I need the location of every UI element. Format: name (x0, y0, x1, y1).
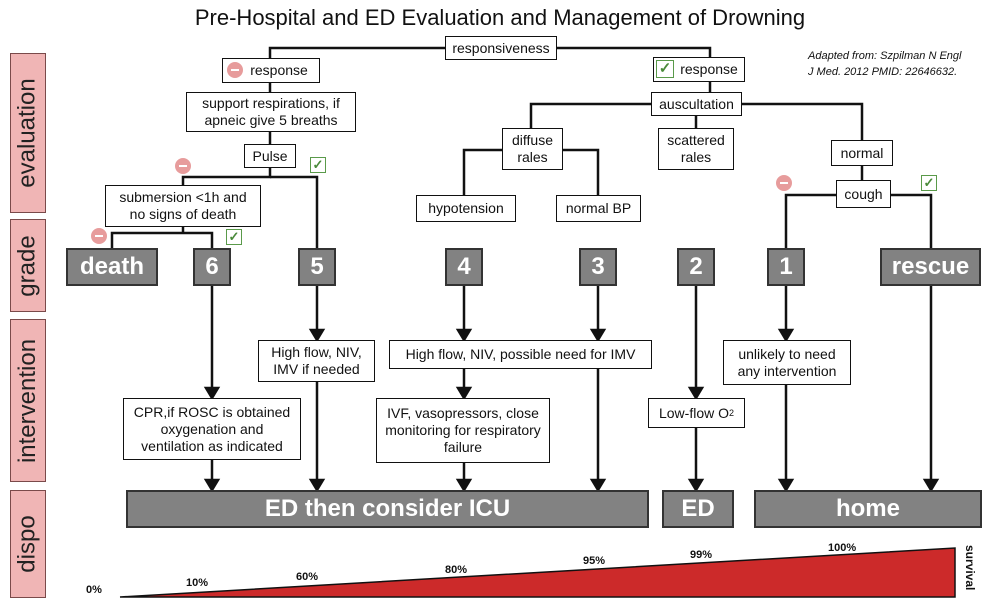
grade-death-box: death (66, 248, 158, 286)
cpr-box: CPR,if ROSC is obtained oxygenation and … (123, 398, 301, 460)
grade-6-box: 6 (193, 248, 231, 286)
responsiveness-box: responsiveness (445, 36, 557, 60)
dispo-ed-box: ED (662, 490, 734, 528)
no-response-box: response (222, 58, 320, 83)
sidebar-dispo-label: dispo (14, 515, 41, 573)
sidebar-evaluation-label: evaluation (14, 78, 42, 188)
survival-axis-label: survival (963, 545, 977, 591)
sidebar-intervention-label: intervention (14, 338, 42, 463)
citation: Adapted from: Szpilman N Engl J Med. 201… (808, 48, 961, 80)
grade-2-box: 2 (677, 248, 715, 286)
sidebar-grade-label: grade (14, 234, 42, 297)
submersion-box: submersion <1h and no signs of death (105, 185, 261, 227)
check-icon: ✓ (921, 175, 937, 191)
grade-3-box: 3 (579, 248, 617, 286)
negative-icon (227, 62, 243, 78)
grade-rescue-box: rescue (880, 248, 981, 286)
scattered-rales-box: scattered rales (658, 128, 734, 170)
survival-99-label: 99% (690, 549, 713, 561)
ivf-vasopressors-box: IVF, vasopressors, close monitoring for … (376, 398, 550, 463)
survival-80-label: 80% (445, 564, 468, 576)
unlikely-intervention-box: unlikely to need any intervention (723, 340, 851, 385)
dispo-home-box: home (754, 490, 982, 528)
grade-1-box: 1 (767, 248, 805, 286)
high-flow-niv-possible-imv-box: High flow, NIV, possible need for IMV (389, 340, 652, 369)
sidebar-intervention: intervention (10, 319, 46, 482)
survival-10-label: 10% (186, 577, 209, 589)
check-icon: ✓ (226, 229, 242, 245)
survival-60-label: 60% (296, 571, 319, 583)
support-respirations-box: support respirations, if apneic give 5 b… (186, 92, 356, 132)
negative-icon (776, 175, 792, 191)
sidebar-grade: grade (10, 219, 46, 312)
citation-line-2: J Med. 2012 PMID: 22646632. (808, 66, 958, 78)
negative-icon (175, 158, 191, 174)
normal-box: normal (831, 140, 893, 166)
dispo-icu-box: ED then consider ICU (126, 490, 649, 528)
survival-95-label: 95% (583, 555, 606, 567)
auscultation-box: auscultation (651, 92, 742, 116)
low-flow-subscript: 2 (729, 407, 735, 418)
grade-4-box: 4 (445, 248, 483, 286)
sidebar-dispo: dispo (10, 490, 46, 598)
page-title: Pre-Hospital and ED Evaluation and Manag… (194, 5, 806, 30)
survival-wedge (119, 547, 956, 598)
diffuse-rales-box: diffuse rales (502, 128, 563, 170)
negative-icon (91, 228, 107, 244)
normal-bp-box: normal BP (556, 195, 641, 222)
pulse-box: Pulse (244, 144, 296, 168)
hypotension-box: hypotension (416, 195, 516, 222)
cough-box: cough (836, 180, 891, 208)
low-flow-label: Low-flow O (658, 404, 729, 421)
check-icon: ✓ (656, 60, 674, 78)
citation-line-1: Adapted from: Szpilman N Engl (808, 50, 962, 62)
no-response-label: response (250, 62, 308, 78)
yes-response-label: response (680, 61, 738, 77)
high-flow-niv-imv-box: High flow, NIV, IMV if needed (258, 340, 375, 382)
survival-0-label: 0% (86, 584, 102, 596)
grade-5-box: 5 (298, 248, 336, 286)
check-icon: ✓ (310, 157, 326, 173)
sidebar-evaluation: evaluation (10, 53, 46, 213)
survival-100-label: 100% (828, 542, 857, 554)
